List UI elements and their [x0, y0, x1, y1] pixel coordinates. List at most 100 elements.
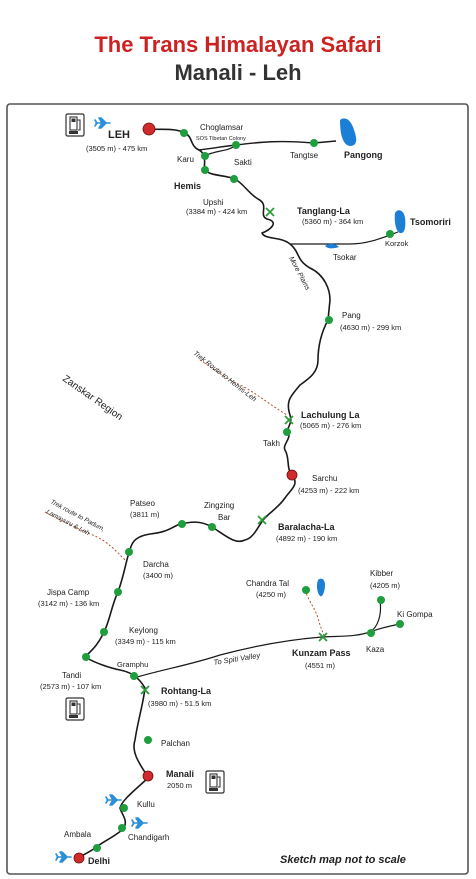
label-baralacha: Baralacha-La	[278, 522, 336, 532]
stop-palchan	[144, 736, 152, 744]
label-ambala: Ambala	[64, 830, 92, 839]
label-kigompa: Ki Gompa	[397, 610, 433, 619]
stop-tangtse	[310, 139, 318, 147]
fuel-pump-icon	[65, 697, 85, 721]
stop-darcha	[125, 548, 133, 556]
label-chandratal-detail: (4250 m)	[256, 590, 287, 599]
label-tandi-detail: (2573 m) - 107 km	[40, 682, 101, 691]
stop-kullu	[120, 804, 128, 812]
trek-route-padum	[44, 511, 126, 561]
stop-tandi	[82, 653, 90, 661]
label-zingzing-detail: Bar	[218, 513, 231, 522]
label-patseo: Patseo	[130, 499, 155, 508]
label-trek-hemis: Trek Route to Hemis-Leh	[192, 350, 258, 403]
label-jispa-detail: (3142 m) - 136 km	[38, 599, 99, 608]
footer-note: Sketch map not to scale	[280, 854, 406, 866]
lake-chandratal	[316, 578, 325, 597]
stop-korzok	[386, 230, 394, 238]
label-sarchu: Sarchu	[312, 474, 337, 483]
stop-kaza	[367, 629, 375, 637]
label-lachulung-detail: (5065 m) - 276 km	[300, 421, 361, 430]
label-upshi: Upshi	[203, 198, 224, 207]
trail-chandratal	[304, 589, 325, 637]
label-zingzing: Zingzing	[204, 501, 234, 510]
label-gramphu: Gramphu	[117, 660, 148, 669]
stop-chandratal	[302, 586, 310, 594]
stop-patseo	[178, 520, 186, 528]
airplane-icon	[131, 817, 148, 829]
label-chandigarh: Chandigarh	[128, 833, 169, 842]
stop-takh	[283, 428, 291, 436]
label-pangong: Pangong	[344, 150, 383, 160]
stop-gramphu	[130, 672, 138, 680]
label-baralacha-detail: (4892 m) - 190 km	[276, 534, 337, 543]
road-gramphu-kaza	[133, 599, 382, 679]
label-zanskar: Zanskar Region	[60, 373, 124, 423]
stop-upshi	[230, 175, 238, 183]
label-rohtang: Rohtang-La	[161, 686, 212, 696]
lake-pangong	[340, 118, 357, 146]
label-patseo-detail: (3811 m)	[130, 510, 160, 519]
label-manali: Manali	[166, 769, 194, 779]
label-sakti: Sakti	[234, 158, 252, 167]
label-karu: Karu	[177, 155, 194, 164]
label-tangtse: Tangtse	[290, 151, 319, 160]
stop-keylong	[100, 628, 108, 636]
label-keylong: Keylong	[129, 626, 158, 635]
label-delhi: Delhi	[88, 856, 110, 866]
city-leh	[142, 122, 156, 136]
stop-markers	[82, 129, 404, 852]
label-tandi: Tandi	[62, 671, 81, 680]
label-manali-detail: 2050 m	[167, 781, 192, 790]
label-rohtang-detail: (3980 m) - 51.5 km	[148, 699, 211, 708]
fuel-pump-icon	[65, 113, 85, 137]
stop-sakti	[232, 141, 240, 149]
label-upshi-detail: (3384 m) - 424 km	[186, 207, 247, 216]
airplane-icon	[94, 117, 111, 129]
stop-kibber	[377, 596, 385, 604]
lake-tsokar	[325, 243, 339, 249]
label-spiti: To Spiti Valley	[213, 651, 262, 667]
page-title: The Trans Himalayan Safari	[94, 32, 382, 57]
road-tsomoriri	[290, 231, 399, 245]
city-sarchu	[286, 469, 298, 481]
main-route	[78, 128, 331, 859]
label-korzok: Korzok	[385, 239, 409, 248]
label-tsomoriri: Tsomoriri	[410, 217, 451, 227]
fuel-pump-icon	[205, 770, 225, 794]
label-darcha: Darcha	[143, 560, 169, 569]
label-kunzam: Kunzam Pass	[292, 648, 351, 658]
label-kibber-detail: (4205 m)	[370, 581, 401, 590]
pass-cross-icon	[265, 207, 275, 217]
label-kaza: Kaza	[366, 645, 385, 654]
city-manali	[142, 770, 154, 782]
label-kunzam-detail: (4551 m)	[305, 661, 336, 670]
label-leh-detail: (3505 m) - 475 km	[86, 144, 147, 153]
label-keylong-detail: (3349 m) - 115 km	[115, 637, 176, 646]
lake-tsomoriri	[394, 210, 406, 234]
label-more-plains: More Plains	[287, 256, 311, 292]
label-hemis: Hemis	[174, 181, 201, 191]
label-kullu: Kullu	[137, 800, 155, 809]
airplane-icon	[55, 851, 72, 863]
stop-choglamsar	[180, 129, 188, 137]
label-darcha-detail: (3400 m)	[143, 571, 174, 580]
label-leh: LEH	[108, 129, 130, 141]
label-takh: Takh	[263, 439, 280, 448]
label-tanglang: Tanglang-La	[297, 206, 351, 216]
label-choglamsar-detail: SOS Tibetan Colony	[196, 136, 246, 142]
stop-jispa	[114, 588, 122, 596]
label-lachulung: Lachulung La	[301, 410, 360, 420]
stop-chandigarh	[118, 824, 126, 832]
stop-kigompa	[396, 620, 404, 628]
label-tsokar: Tsokar	[333, 253, 357, 262]
stop-pang	[325, 316, 333, 324]
stop-karu	[201, 152, 209, 160]
stop-ambala	[93, 844, 101, 852]
label-chandratal: Chandra Tal	[246, 579, 289, 588]
stop-hemis	[201, 166, 209, 174]
label-pang-detail: (4630 m) - 299 km	[340, 323, 401, 332]
page-subtitle: Manali - Leh	[174, 60, 302, 85]
label-jispa: Jispa Camp	[47, 588, 90, 597]
